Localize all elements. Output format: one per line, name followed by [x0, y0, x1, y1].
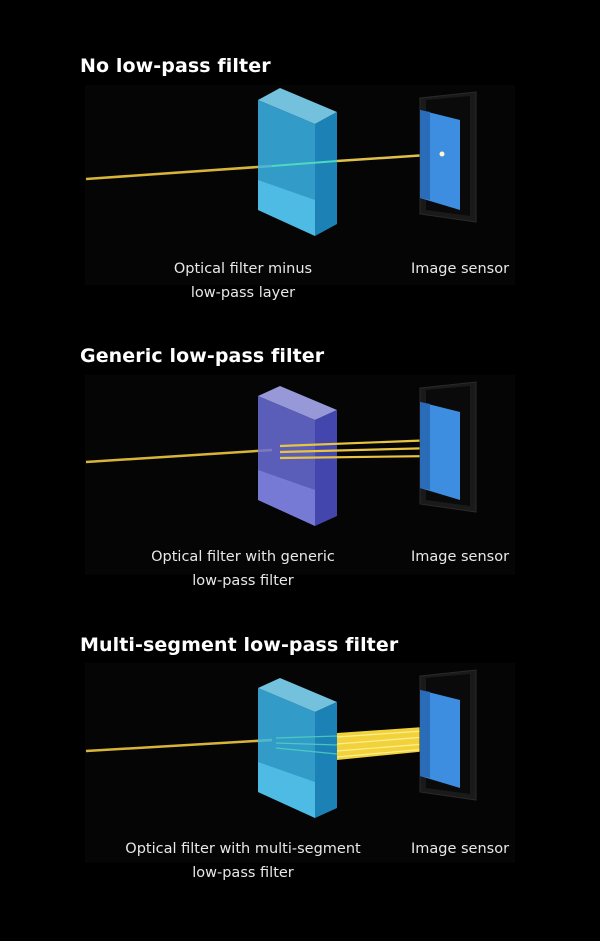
multi-beam-band — [275, 726, 439, 760]
filter-caption-line2: low-pass layer — [190, 285, 296, 301]
section-title: Generic low-pass filter — [80, 345, 325, 367]
light-beam — [85, 738, 273, 753]
split-beams — [279, 438, 437, 460]
section-title: Multi-segment low-pass filter — [80, 634, 399, 656]
filter-caption-line1: Optical filter minus — [173, 261, 313, 277]
image-sensor — [419, 381, 477, 513]
sensor-caption: Image sensor — [410, 549, 510, 565]
generic-low-pass-diagram — [85, 381, 477, 526]
focus-point — [439, 151, 445, 157]
section-title: No low-pass filter — [80, 55, 271, 77]
filter-caption: Optical filter with multi-segment low-pa… — [108, 837, 378, 885]
filter-caption-line1: Optical filter with multi-segment — [125, 841, 361, 857]
optical-filter-block — [258, 88, 337, 236]
filter-caption: Optical filter minus low-pass layer — [108, 257, 378, 305]
light-beam — [85, 448, 273, 464]
no-low-pass-diagram — [85, 85, 515, 285]
light-beam-through — [271, 160, 338, 167]
filter-caption-line2: low-pass filter — [192, 865, 294, 881]
image-sensor — [419, 669, 477, 801]
sensor-caption: Image sensor — [410, 841, 510, 857]
optical-filter-block — [258, 678, 337, 818]
optical-filter-block — [258, 386, 337, 526]
filter-caption-line2: low-pass filter — [192, 573, 294, 589]
sensor-caption: Image sensor — [410, 261, 510, 277]
image-sensor — [419, 91, 477, 223]
filter-caption: Optical filter with generic low-pass fil… — [108, 545, 378, 593]
filter-caption-line1: Optical filter with generic — [151, 549, 335, 565]
light-beam — [85, 164, 273, 181]
